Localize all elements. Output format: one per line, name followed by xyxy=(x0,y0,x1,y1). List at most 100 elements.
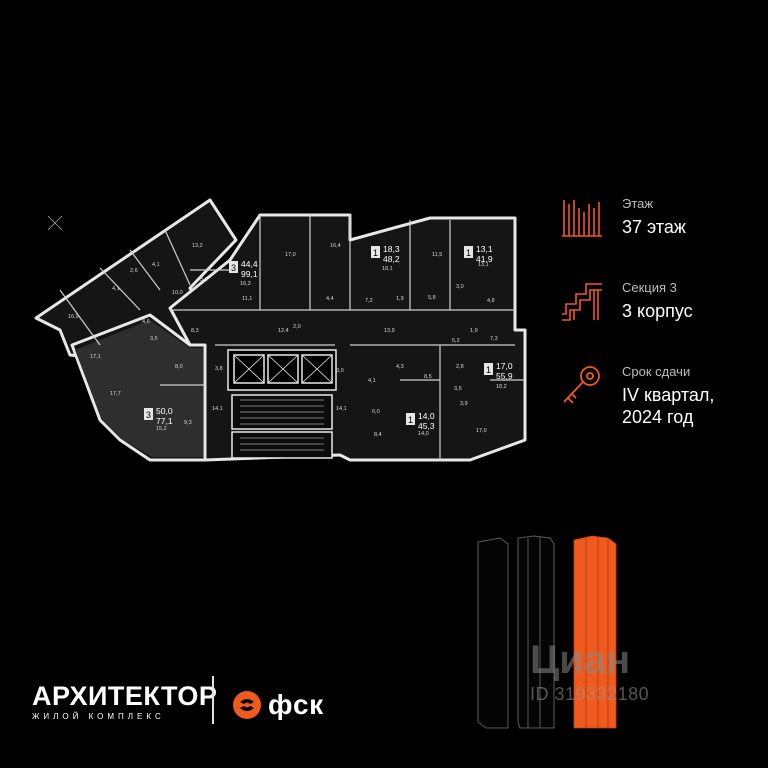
svg-text:13,1: 13,1 xyxy=(478,262,489,268)
svg-text:10,0: 10,0 xyxy=(172,290,183,296)
svg-text:8,0: 8,0 xyxy=(175,364,183,370)
unit-2[interactable]: 1 18,3 48,2 xyxy=(371,244,400,264)
svg-text:2,0: 2,0 xyxy=(293,324,301,330)
svg-text:16,9: 16,9 xyxy=(68,314,79,320)
svg-text:17,7: 17,7 xyxy=(110,391,121,397)
floor-label: Этаж xyxy=(622,196,654,211)
svg-text:14,1: 14,1 xyxy=(336,406,347,412)
compass-icon xyxy=(47,215,63,231)
unit-5[interactable]: 1 17,0 55,9 xyxy=(484,361,513,381)
svg-text:11,5: 11,5 xyxy=(432,252,442,258)
svg-text:4,4: 4,4 xyxy=(326,296,334,302)
interior-walls xyxy=(59,215,525,460)
svg-text:1,9: 1,9 xyxy=(396,296,404,302)
svg-text:7,2: 7,2 xyxy=(365,298,373,304)
unit-3[interactable]: 1 13,1 41,9 xyxy=(464,244,493,264)
svg-text:4,1: 4,1 xyxy=(112,286,120,292)
watermark: Циан ID 319332180 xyxy=(530,640,649,705)
key-icon xyxy=(563,366,600,404)
svg-text:3,0: 3,0 xyxy=(336,368,344,374)
svg-text:5,2: 5,2 xyxy=(452,338,460,344)
svg-text:13,1: 13,1 xyxy=(476,244,493,254)
svg-text:3,5: 3,5 xyxy=(150,336,158,342)
watermark-logo: Циан xyxy=(530,638,631,682)
svg-text:13,2: 13,2 xyxy=(192,243,203,249)
svg-text:48,2: 48,2 xyxy=(383,254,400,264)
unit-1[interactable]: 3 44,4 99,1 xyxy=(229,259,258,279)
svg-text:4,1: 4,1 xyxy=(152,262,160,268)
svg-text:1,9: 1,9 xyxy=(470,328,478,334)
svg-text:3,8: 3,8 xyxy=(200,277,208,283)
svg-text:2,6: 2,6 xyxy=(130,268,138,274)
svg-text:8,5: 8,5 xyxy=(424,374,432,380)
building-section-illustration xyxy=(477,535,617,729)
floor-value: 37 этаж xyxy=(622,217,686,237)
svg-text:18,1: 18,1 xyxy=(382,266,393,272)
svg-text:14,0: 14,0 xyxy=(418,411,435,421)
developer-logo-icon xyxy=(233,691,261,719)
stairs-icon xyxy=(562,283,602,321)
svg-text:1: 1 xyxy=(408,415,413,425)
logo-divider xyxy=(212,676,214,724)
svg-text:50,0: 50,0 xyxy=(156,406,173,416)
svg-text:13,9: 13,9 xyxy=(384,328,395,334)
svg-text:7,3: 7,3 xyxy=(490,336,498,342)
svg-text:11,1: 11,1 xyxy=(242,296,252,302)
svg-text:2,8: 2,8 xyxy=(456,364,464,370)
svg-text:4,1: 4,1 xyxy=(368,378,376,384)
svg-text:18,3: 18,3 xyxy=(383,244,400,254)
developer-logo: фск xyxy=(232,688,324,722)
svg-text:1: 1 xyxy=(466,248,471,258)
unit-badges: 3 44,4 99,1 1 18,3 48,2 1 13,1 41,9 3 50… xyxy=(144,244,513,431)
core-stairs-elevators xyxy=(227,349,337,459)
svg-text:18,2: 18,2 xyxy=(496,384,507,390)
svg-text:1: 1 xyxy=(373,248,378,258)
svg-text:8,4: 8,4 xyxy=(374,432,382,438)
svg-text:14,0: 14,0 xyxy=(418,431,429,437)
svg-text:8,3: 8,3 xyxy=(191,328,199,334)
svg-text:3: 3 xyxy=(231,263,236,273)
selected-section-highlight xyxy=(573,535,617,729)
svg-text:17,0: 17,0 xyxy=(496,361,513,371)
svg-text:3: 3 xyxy=(146,410,151,420)
svg-text:41,9: 41,9 xyxy=(476,254,493,264)
svg-text:4,8: 4,8 xyxy=(487,298,495,304)
svg-text:16,4: 16,4 xyxy=(330,243,341,249)
brand-logo-sub: ЖИЛОЙ КОМПЛЕКС xyxy=(32,712,165,721)
svg-text:12,4: 12,4 xyxy=(278,328,289,334)
svg-text:3,0: 3,0 xyxy=(456,284,464,290)
deadline-line-2: 2024 год xyxy=(622,407,694,427)
room-area-labels: 13,2 4,1 2,6 4,1 4,6 16,9 3,8 10,0 16,3 … xyxy=(68,243,507,438)
svg-text:77,1: 77,1 xyxy=(156,416,173,426)
svg-text:9,3: 9,3 xyxy=(184,420,192,426)
svg-text:4,6: 4,6 xyxy=(142,319,150,325)
developer-name: фск xyxy=(268,689,324,720)
svg-text:14,1: 14,1 xyxy=(212,406,223,412)
svg-text:3,8: 3,8 xyxy=(215,366,223,372)
svg-text:5,8: 5,8 xyxy=(428,295,436,301)
svg-text:44,4: 44,4 xyxy=(241,259,258,269)
unit-6[interactable]: 1 14,0 45,3 xyxy=(406,411,435,431)
building-floors-icon xyxy=(562,200,602,237)
svg-text:4,3: 4,3 xyxy=(396,364,404,370)
svg-text:99,1: 99,1 xyxy=(241,269,258,279)
deadline-value: IV квартал, 2024 год xyxy=(622,384,714,428)
svg-text:16,3: 16,3 xyxy=(240,281,251,287)
svg-text:1: 1 xyxy=(486,365,491,375)
svg-text:6,0: 6,0 xyxy=(372,409,380,415)
svg-text:55,9: 55,9 xyxy=(496,371,513,381)
svg-text:17,0: 17,0 xyxy=(285,252,296,258)
brand-logo-main: АРХИТЕКТОР xyxy=(32,681,218,711)
brand-logo: АРХИТЕКТОР ЖИЛОЙ КОМПЛЕКС xyxy=(32,681,218,728)
svg-text:3,9: 3,9 xyxy=(460,401,468,407)
deadline-line-1: IV квартал, xyxy=(622,385,715,405)
deadline-label: Срок сдачи xyxy=(622,364,691,379)
svg-text:17,0: 17,0 xyxy=(476,428,487,434)
svg-text:17,1: 17,1 xyxy=(90,354,101,360)
section-label: Секция 3 xyxy=(622,280,677,295)
section-value: 3 корпус xyxy=(622,301,693,321)
unit-4[interactable]: 3 50,0 77,1 xyxy=(144,406,173,426)
svg-text:45,3: 45,3 xyxy=(418,421,435,431)
svg-text:15,2: 15,2 xyxy=(156,426,167,432)
